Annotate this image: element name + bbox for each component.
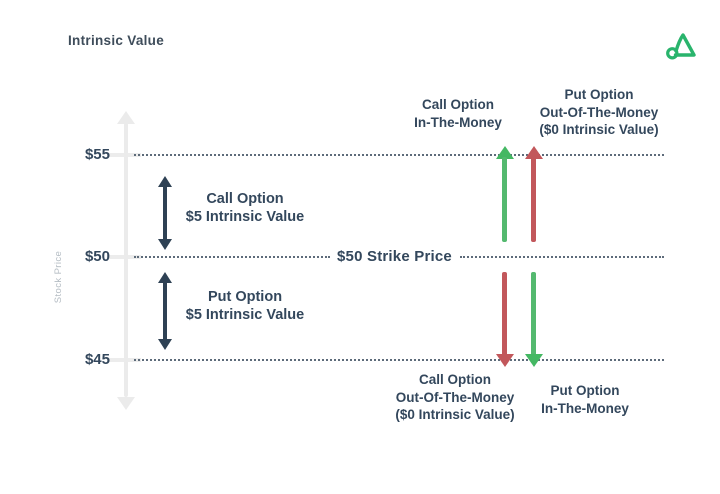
label-line: ($0 Intrinsic Value) xyxy=(395,407,515,422)
label-line: Put Option xyxy=(564,87,634,102)
label-line: Out-Of-The-Money xyxy=(395,389,515,405)
call-itm-label: Call Option In-The-Money xyxy=(388,96,528,131)
call-intrinsic-label: Call Option $5 Intrinsic Value xyxy=(170,191,320,226)
strike-price-label: $50 Strike Price xyxy=(337,248,452,265)
call-itm-arrow xyxy=(496,146,514,242)
arrow-shaft xyxy=(163,282,167,340)
arrow-shaft xyxy=(163,186,167,240)
price-line-55 xyxy=(134,154,664,156)
arrowhead-down-icon xyxy=(496,354,514,367)
axis-arrow-down-icon xyxy=(117,397,135,410)
axis-arrow-up-icon xyxy=(117,111,135,124)
put-itm-arrow xyxy=(525,272,543,367)
label-line: Call Option xyxy=(419,372,491,387)
put-itm-label: Put Option In-The-Money xyxy=(515,382,655,417)
label-line: Call Option xyxy=(206,191,284,207)
put-intrinsic-label: Put Option $5 Intrinsic Value xyxy=(170,289,320,324)
stock-price-axis xyxy=(124,123,128,397)
arrowhead-up-icon xyxy=(158,272,172,283)
call-intrinsic-range-arrow xyxy=(155,176,175,250)
price-line-50-left xyxy=(134,256,330,258)
label-line: Out-Of-The-Money xyxy=(539,104,659,120)
arrow-shaft xyxy=(502,157,507,242)
label-line: Put Option xyxy=(550,383,620,398)
call-otm-arrow xyxy=(496,272,514,367)
label-line: $5 Intrinsic Value xyxy=(185,306,305,323)
page-title: Intrinsic Value xyxy=(68,33,165,48)
arrow-shaft xyxy=(502,272,507,356)
arrowhead-down-icon xyxy=(525,354,543,367)
label-line: In-The-Money xyxy=(414,114,502,130)
arrowhead-down-icon xyxy=(158,339,172,350)
label-line: ($0 Intrinsic Value) xyxy=(539,122,659,137)
option-alpha-logo-icon xyxy=(660,25,704,69)
put-intrinsic-range-arrow xyxy=(155,272,175,350)
arrowhead-up-icon xyxy=(158,176,172,187)
label-line: $5 Intrinsic Value xyxy=(185,208,305,225)
label-line: Call Option xyxy=(422,97,494,112)
price-label-55: $55 xyxy=(84,146,110,163)
arrow-shaft xyxy=(531,272,536,356)
price-label-50: $50 xyxy=(84,248,110,265)
label-line: In-The-Money xyxy=(541,400,629,416)
call-otm-label: Call Option Out-Of-The-Money ($0 Intrins… xyxy=(379,371,531,424)
price-line-45 xyxy=(134,359,664,361)
put-otm-label: Put Option Out-Of-The-Money ($0 Intrinsi… xyxy=(523,86,675,139)
arrowhead-down-icon xyxy=(158,239,172,250)
price-label-45: $45 xyxy=(84,351,110,368)
arrow-shaft xyxy=(531,157,536,242)
arrowhead-up-icon xyxy=(525,146,543,159)
label-line: Put Option xyxy=(207,289,283,305)
arrowhead-up-icon xyxy=(496,146,514,159)
put-otm-arrow xyxy=(525,146,543,242)
price-line-50-right xyxy=(460,256,664,258)
